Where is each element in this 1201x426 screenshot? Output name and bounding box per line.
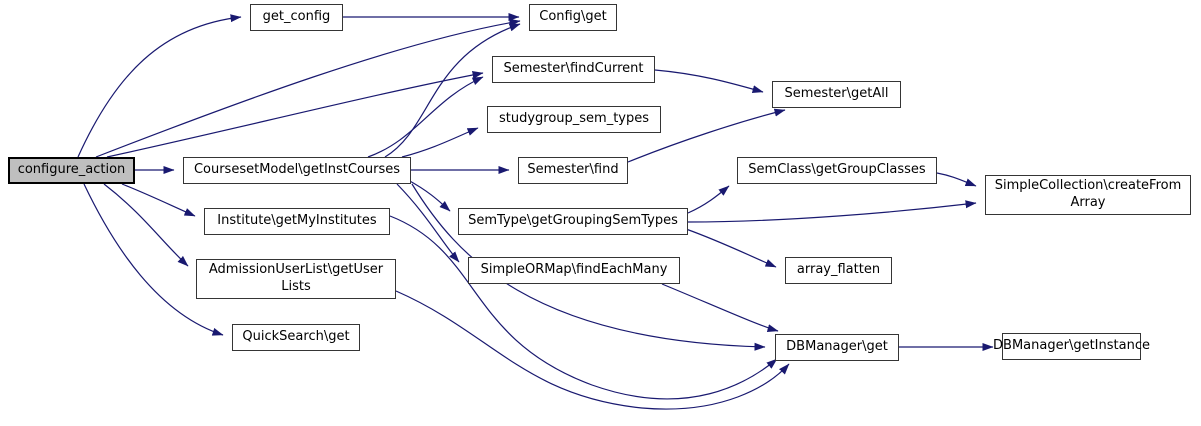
edge-courseset_model_get_inst_courses-to-semester_find_current [367, 76, 484, 158]
edge-configure_action-to-get_config [77, 14, 242, 158]
edge-sem_type_get_grouping_sem_types-to-array_flatten [685, 228, 777, 268]
node-simple-ormap-find-each-many[interactable]: SimpleORMap\findEachMany [468, 257, 680, 284]
edge-semester_find_current-to-semester_get_all [654, 69, 764, 94]
edge-configure_action-to-config_get [95, 18, 521, 158]
edge-semester_find-to-semester_get_all [627, 108, 786, 163]
node-get-config[interactable]: get_config [250, 4, 343, 31]
node-db-manager-get[interactable]: DBManager\get [775, 334, 899, 361]
node-sem-type-get-grouping-sem-types[interactable]: SemType\getGroupingSemTypes [458, 208, 688, 235]
node-db-manager-get-instance[interactable]: DBManager\getInstance [993, 333, 1150, 360]
edge-configure_action-to-quick_search_get [83, 183, 224, 336]
node-semester-find[interactable]: Semester\find [518, 157, 628, 184]
node-studygroup-sem-types[interactable]: studygroup_sem_types [487, 106, 661, 133]
node-config-get[interactable]: Config\get [529, 4, 617, 31]
edge-courseset_model_get_inst_courses-to-sem_type_get_grouping_sem_types [407, 179, 451, 212]
edge-courseset_model_get_inst_courses-to-simple_ormap_find_each_many [396, 183, 460, 263]
edge-admission_user_list_get_user_lists-to-db_manager_get [395, 290, 790, 410]
edge-institute_get_my_institutes-to-db_manager_get [389, 215, 778, 400]
node-configure-action[interactable]: configure_action [8, 157, 135, 184]
edge-configure_action-to-admission_user_list_get_user_lists [103, 183, 189, 267]
node-sem-class-get-group-classes[interactable]: SemClass\getGroupClasses [737, 157, 937, 184]
node-courseset-model-get-inst-courses[interactable]: CoursesetModel\getInstCourses [183, 157, 411, 184]
node-semester-find-current[interactable]: Semester\findCurrent [492, 56, 655, 83]
edge-courseset_model_get_inst_courses-to-db_manager_get [411, 183, 766, 351]
edge-sem_type_get_grouping_sem_types-to-sem_class_get_group_classes [687, 185, 730, 214]
node-admission-user-list-get-user-lists[interactable]: AdmissionUserList\getUser Lists [196, 259, 396, 299]
edge-courseset_model_get_inst_courses-to-config_get [384, 23, 521, 158]
node-array-flatten[interactable]: array_flatten [785, 257, 892, 284]
edge-simple_ormap_find_each_many-to-db_manager_get [661, 283, 779, 332]
node-quick-search-get[interactable]: QuickSearch\get [232, 324, 360, 351]
node-simple-collection-create-from-array[interactable]: SimpleCollection\createFrom Array [985, 175, 1191, 215]
edge-configure_action-to-institute_get_my_institutes [121, 183, 196, 217]
node-institute-get-my-institutes[interactable]: Institute\getMyInstitutes [204, 208, 390, 235]
node-semester-get-all[interactable]: Semester\getAll [772, 81, 901, 108]
edge-sem_type_get_grouping_sem_types-to-simple_collection_create_from_array [687, 200, 977, 223]
edge-courseset_model_get_inst_courses-to-studygroup_sem_types [401, 127, 479, 158]
edge-configure_action-to-semester_find_current [106, 71, 484, 158]
edge-sem_class_get_group_classes-to-simple_collection_create_from_array [936, 172, 977, 187]
